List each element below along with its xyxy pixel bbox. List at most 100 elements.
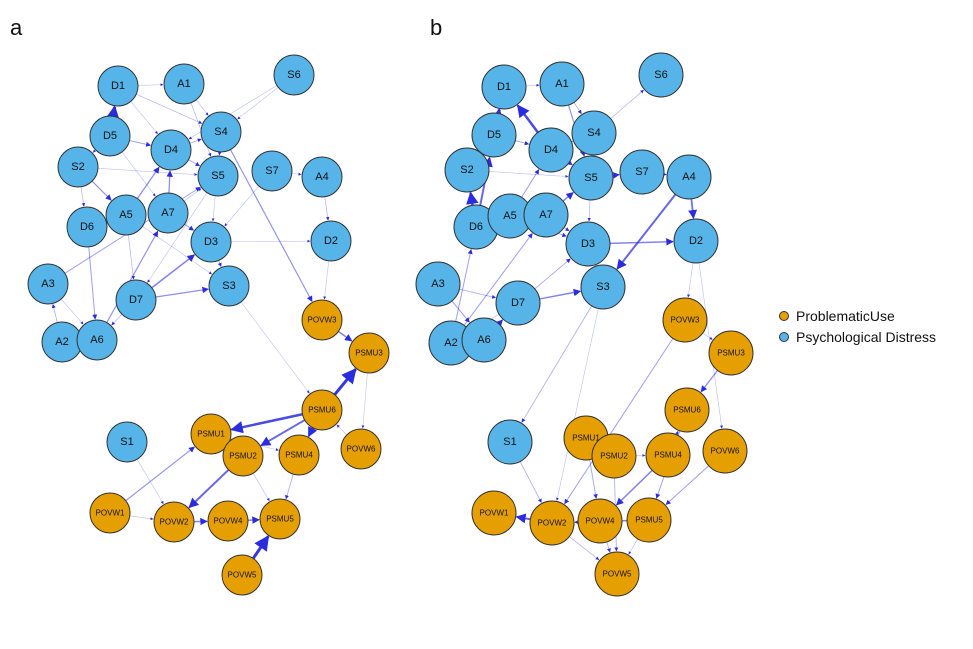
edge-D1-D4: [130, 101, 158, 135]
node-label-POVW3: POVW3: [671, 316, 700, 325]
edge-D1-S4: [136, 93, 203, 124]
node-PSMU3: [708, 330, 754, 376]
node-S3: [580, 264, 626, 310]
node-label-PSMU4: PSMU4: [654, 451, 682, 460]
node-D4: [528, 127, 574, 173]
edge-S2-S5: [97, 167, 198, 176]
edge-A7-S5: [183, 188, 202, 202]
edge-S4-S6: [610, 89, 644, 119]
node-A4: [666, 154, 712, 200]
edge-D5-D4: [515, 140, 530, 146]
panel-label-a: a: [10, 15, 23, 40]
edge-D5-A7: [121, 151, 156, 197]
node-PSMU5: [259, 498, 301, 540]
node-S3: [208, 265, 250, 307]
edge-D6-S2: [466, 191, 479, 206]
edge-POVW6-PSMU5: [665, 465, 710, 505]
node-PSMU4: [645, 432, 691, 478]
legend-swatch-problematic-use: [779, 311, 789, 321]
edge-A7-D3: [563, 227, 570, 232]
edge-POVW2-POVW5: [569, 536, 600, 561]
edge-POVW4-POVW5: [606, 541, 611, 553]
edge-A5-S3: [142, 226, 212, 275]
edge-POVW3-POVW2: [564, 338, 674, 505]
node-S2: [57, 146, 99, 188]
node-label-A2: A2: [444, 337, 457, 349]
edge-A2-A7: [463, 233, 533, 326]
edge-D5-D4: [129, 139, 152, 147]
edge-A1-S4: [195, 99, 209, 116]
edge-PSMU2-PSMU5: [252, 473, 270, 502]
edge-D4-S5: [565, 158, 573, 166]
edge-D7-S3: [539, 288, 582, 300]
node-D2: [310, 220, 352, 262]
edge-D7-D3: [534, 258, 571, 290]
edge-S3-PSMU6: [240, 301, 310, 394]
node-label-S2: S2: [71, 161, 84, 173]
node-PSMU1: [190, 413, 232, 455]
node-S2: [444, 147, 490, 193]
edge-S7-D3: [224, 185, 260, 227]
node-label-D2: D2: [689, 235, 703, 247]
node-label-A2: A2: [55, 336, 68, 348]
node-label-A3: A3: [41, 278, 54, 290]
edge-A2-D6: [455, 248, 473, 322]
node-label-D4: D4: [544, 144, 558, 156]
edge-D4-S5: [188, 159, 201, 167]
edge-S2-D6: [80, 186, 86, 207]
node-label-POVW1: POVW1: [96, 509, 125, 518]
node-label-POVW5: POVW5: [228, 571, 257, 580]
node-POVW1: [89, 492, 131, 534]
edge-A5-D4: [521, 169, 540, 198]
node-POVW4: [577, 498, 623, 544]
edge-D3-S3: [217, 260, 222, 267]
node-label-S7: S7: [265, 165, 278, 177]
node-label-S5: S5: [211, 170, 224, 182]
node-label-D5: D5: [487, 129, 501, 141]
edge-D4-D1: [516, 104, 539, 134]
edge-A7-D3: [184, 223, 195, 231]
node-label-S1: S1: [503, 436, 516, 448]
edge-A3-D7: [459, 288, 497, 299]
edge-S5-D3: [587, 199, 591, 222]
edge-S3-POVW2: [555, 308, 599, 501]
node-label-A5: A5: [119, 209, 132, 221]
edge-A5-D4: [136, 166, 160, 199]
edge-PSMU4-PSMU5: [285, 474, 294, 500]
node-PSMU5: [626, 497, 672, 543]
node-D1: [481, 64, 527, 110]
edge-PSMU1-POVW4: [589, 459, 598, 499]
node-POVW3: [301, 299, 343, 341]
edge-S1-POVW2: [519, 461, 542, 503]
node-label-D4: D4: [164, 144, 178, 156]
node-label-PSMU5: PSMU5: [266, 515, 294, 524]
edge-PSMU4-POVW4: [615, 469, 653, 506]
node-label-S5: S5: [584, 172, 597, 184]
edge-POVW2-POVW1: [515, 513, 531, 524]
edge-D3-D2: [230, 239, 311, 243]
node-label-A7: A7: [161, 207, 174, 219]
node-label-S1: S1: [120, 436, 133, 448]
node-S5: [568, 155, 614, 201]
node-label-S6: S6: [287, 69, 300, 81]
edge-S1-POVW2: [136, 459, 164, 505]
node-POVW5: [594, 551, 640, 597]
edge-PSMU6-PSMU2: [260, 419, 306, 447]
node-label-POVW3: POVW3: [308, 316, 337, 325]
edges-a: [51, 83, 368, 560]
node-D7: [115, 279, 157, 321]
edge-PSMU6-PSMU4: [307, 426, 318, 438]
edge-PSMU2-POVW2: [188, 469, 230, 509]
edge-D6-A6: [88, 246, 98, 320]
edge-A4-D2: [688, 198, 698, 220]
node-S6: [638, 52, 684, 98]
edge-S2-S5: [488, 171, 569, 178]
legend-label-psychological-distress: Psychological Distress: [796, 329, 936, 345]
node-D3: [565, 221, 611, 267]
edge-S6-S4: [237, 87, 279, 120]
node-label-A4: A4: [682, 171, 695, 183]
edge-A3-A6: [60, 298, 84, 325]
edge-D7-S3: [155, 286, 209, 298]
node-S4: [200, 111, 242, 153]
node-D2: [673, 218, 719, 264]
